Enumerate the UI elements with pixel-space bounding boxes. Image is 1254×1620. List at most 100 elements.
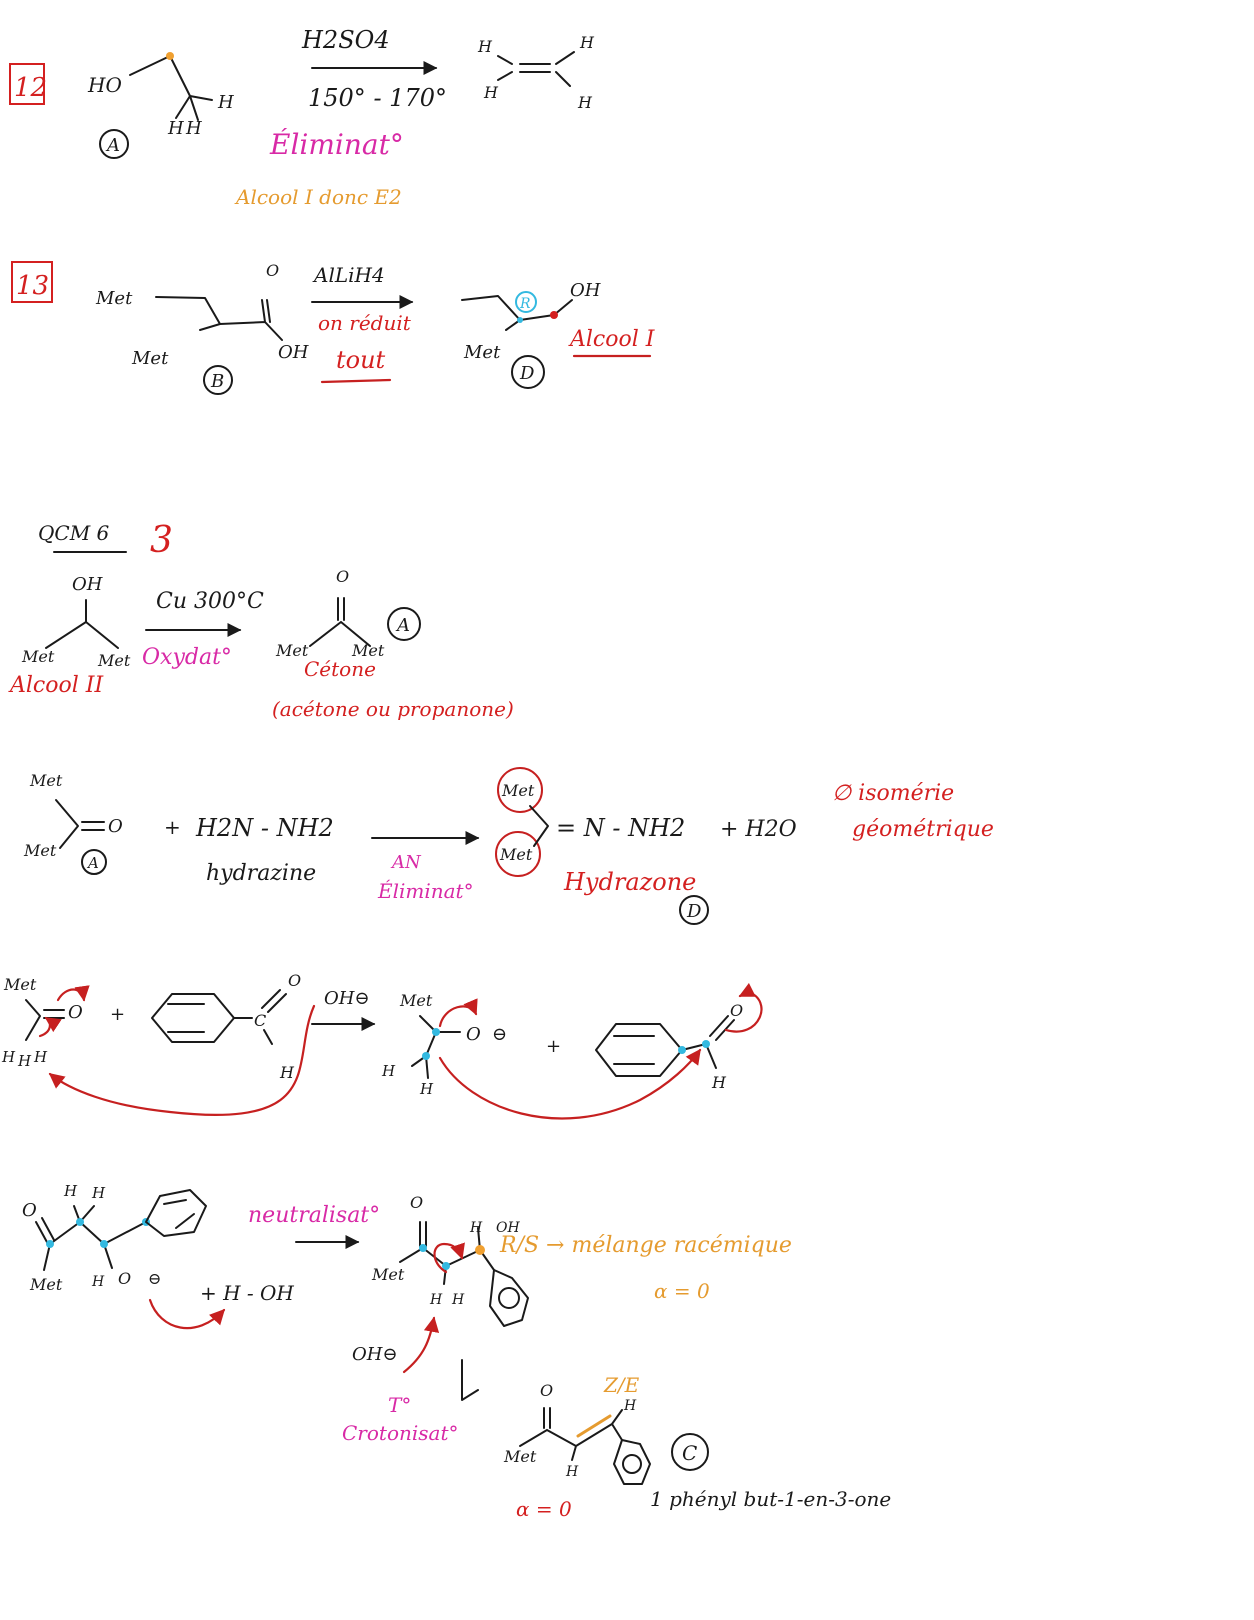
b-me-bottom: Met [131,348,169,369]
nt-dehydration-2: Crotonisat° [342,1421,458,1445]
en-h-2: H [17,1052,32,1070]
nt-product-alpha: α = 0 [516,1497,572,1521]
nt-me-2: Met [371,1265,405,1284]
compound-c-circle [671,1433,709,1471]
phenyl-ring-2-inner [498,1287,520,1309]
nt-arrow-curl-2 [433,1242,465,1274]
benz-c-1 [678,1046,686,1054]
en-plus-2: + [546,1036,561,1057]
en-o-1: O [68,1002,83,1023]
stereo-r-label: R [519,296,531,312]
en-h-4: H [279,1063,295,1082]
nt-minus: ⊖ [148,1269,161,1288]
en-h-3: H [33,1048,48,1066]
en-h-6: H [419,1080,434,1098]
phenyl-ring-1 [145,1189,207,1237]
b-oh: OH [278,342,309,363]
aldol2-c1 [419,1244,427,1252]
hyd-me-top: Met [29,771,63,790]
nt-product-stereo: Z/E [603,1373,640,1397]
en-me-1: Met [3,975,37,994]
h-label-2: H [167,118,184,139]
benzaldehyde-ring [151,993,235,1043]
r13-note-1: on réduit [318,311,412,335]
compound-a-circle [99,129,129,159]
benzaldehyde-bonds-2 [681,1015,735,1069]
ox-conditions: Cu 300°C [156,589,264,614]
acetone-me-right: Met [351,641,385,660]
ox-product-type: Cétone [304,657,376,681]
aldol2-c3 [475,1245,485,1255]
hyd-a-circle [81,849,107,875]
b-o-top: O [266,261,279,280]
hyd-product: = N - NH2 [556,814,685,842]
enolate-c1 [432,1028,440,1036]
hyd-product-me-bottom: Met [499,845,533,864]
nt-base: OH⊖ [352,1344,398,1365]
d-oh: OH [570,280,601,301]
h-eth-4: H [577,93,593,112]
q13-label: 13 [16,271,49,301]
hyd-plus-1: + [164,815,181,839]
hydrazone-block: Met Met O A + H2N - NH2 hydrazine AN Éli… [23,767,994,925]
nt-o-3: O [410,1193,423,1212]
en-long-arrow-1 [48,1004,316,1116]
ox-product-name: (acétone ou propanone) [272,697,514,721]
hyd-no-isomerism-1: ∅ isomérie [832,781,954,806]
nt-h-1: H [63,1182,78,1200]
en-arrow-curl-2 [38,1016,62,1038]
neutralisation-block: O H H Met H O ⊖ + H - OH neutralisat° O … [22,1182,891,1521]
nt-arrow-curl-3 [402,1316,440,1374]
en-plus-1: + [110,1004,125,1025]
phenyl-ring-1-inner [163,1199,195,1229]
acetone-a-circle [387,607,421,641]
nt-me-1: Met [29,1275,63,1294]
enone-double-bond [576,1414,612,1438]
b-me-top: Met [95,288,133,309]
en-me-2: Met [399,991,433,1010]
hyd-a-label: A [86,854,99,872]
aldol-c2 [76,1218,84,1226]
aldol-c1 [46,1240,54,1248]
nt-h-7: H [565,1464,579,1480]
carbon-dot-orange [166,52,174,60]
acetone-bonds [309,597,371,647]
benzaldehyde-inner-2 [613,1035,655,1065]
en-long-arrow-2 [438,1048,702,1120]
hyd-d-circle [679,895,709,925]
hyd-me-bottom: Met [23,841,57,860]
nt-next-arrow [461,1359,479,1401]
nt-h-6: H [451,1292,465,1308]
hyd-d-label: D [686,901,702,922]
acetone-o: O [336,567,349,586]
q13-label-box [11,261,53,303]
nt-arrow-curl-1 [148,1298,226,1330]
hyd-reagent-name: hydrazine [206,861,316,886]
en-c: C [254,1011,266,1030]
q12-label-box [9,63,45,105]
nt-me-3: Met [503,1447,537,1466]
en-arrow-curl-3 [438,998,478,1028]
ox-oh: OH [72,574,103,595]
hyd-mechanism-1: AN [390,852,422,873]
benzaldehyde-ring-2 [595,1023,683,1077]
nt-h-2: H [91,1184,106,1202]
h-eth-1: H [477,37,493,56]
benzaldehyde-inner [167,1003,205,1033]
carbon-dot-red [550,311,558,319]
hyd-mechanism-2: Éliminat° [377,879,474,903]
hyd-me-top-circle [497,767,543,813]
h-eth-2: H [483,83,499,102]
carbon-dot-cyan [517,317,523,323]
enolate-c2 [422,1052,430,1060]
en-h-1: H [1,1048,16,1066]
nt-mechanism: neutralisat° [248,1203,380,1228]
phenyl-ring-3 [613,1439,651,1485]
enone-bonds [519,1407,623,1461]
en-h-5: H [381,1062,396,1080]
h-eth-3: H [579,33,595,52]
enolate-bonds [411,1015,461,1079]
enolate-block: Met O H H H + C O H OH⊖ Met H H O ⊖ + O … [1,971,763,1120]
aldol2-c2 [442,1262,450,1270]
compound-d-label: D [519,363,535,384]
